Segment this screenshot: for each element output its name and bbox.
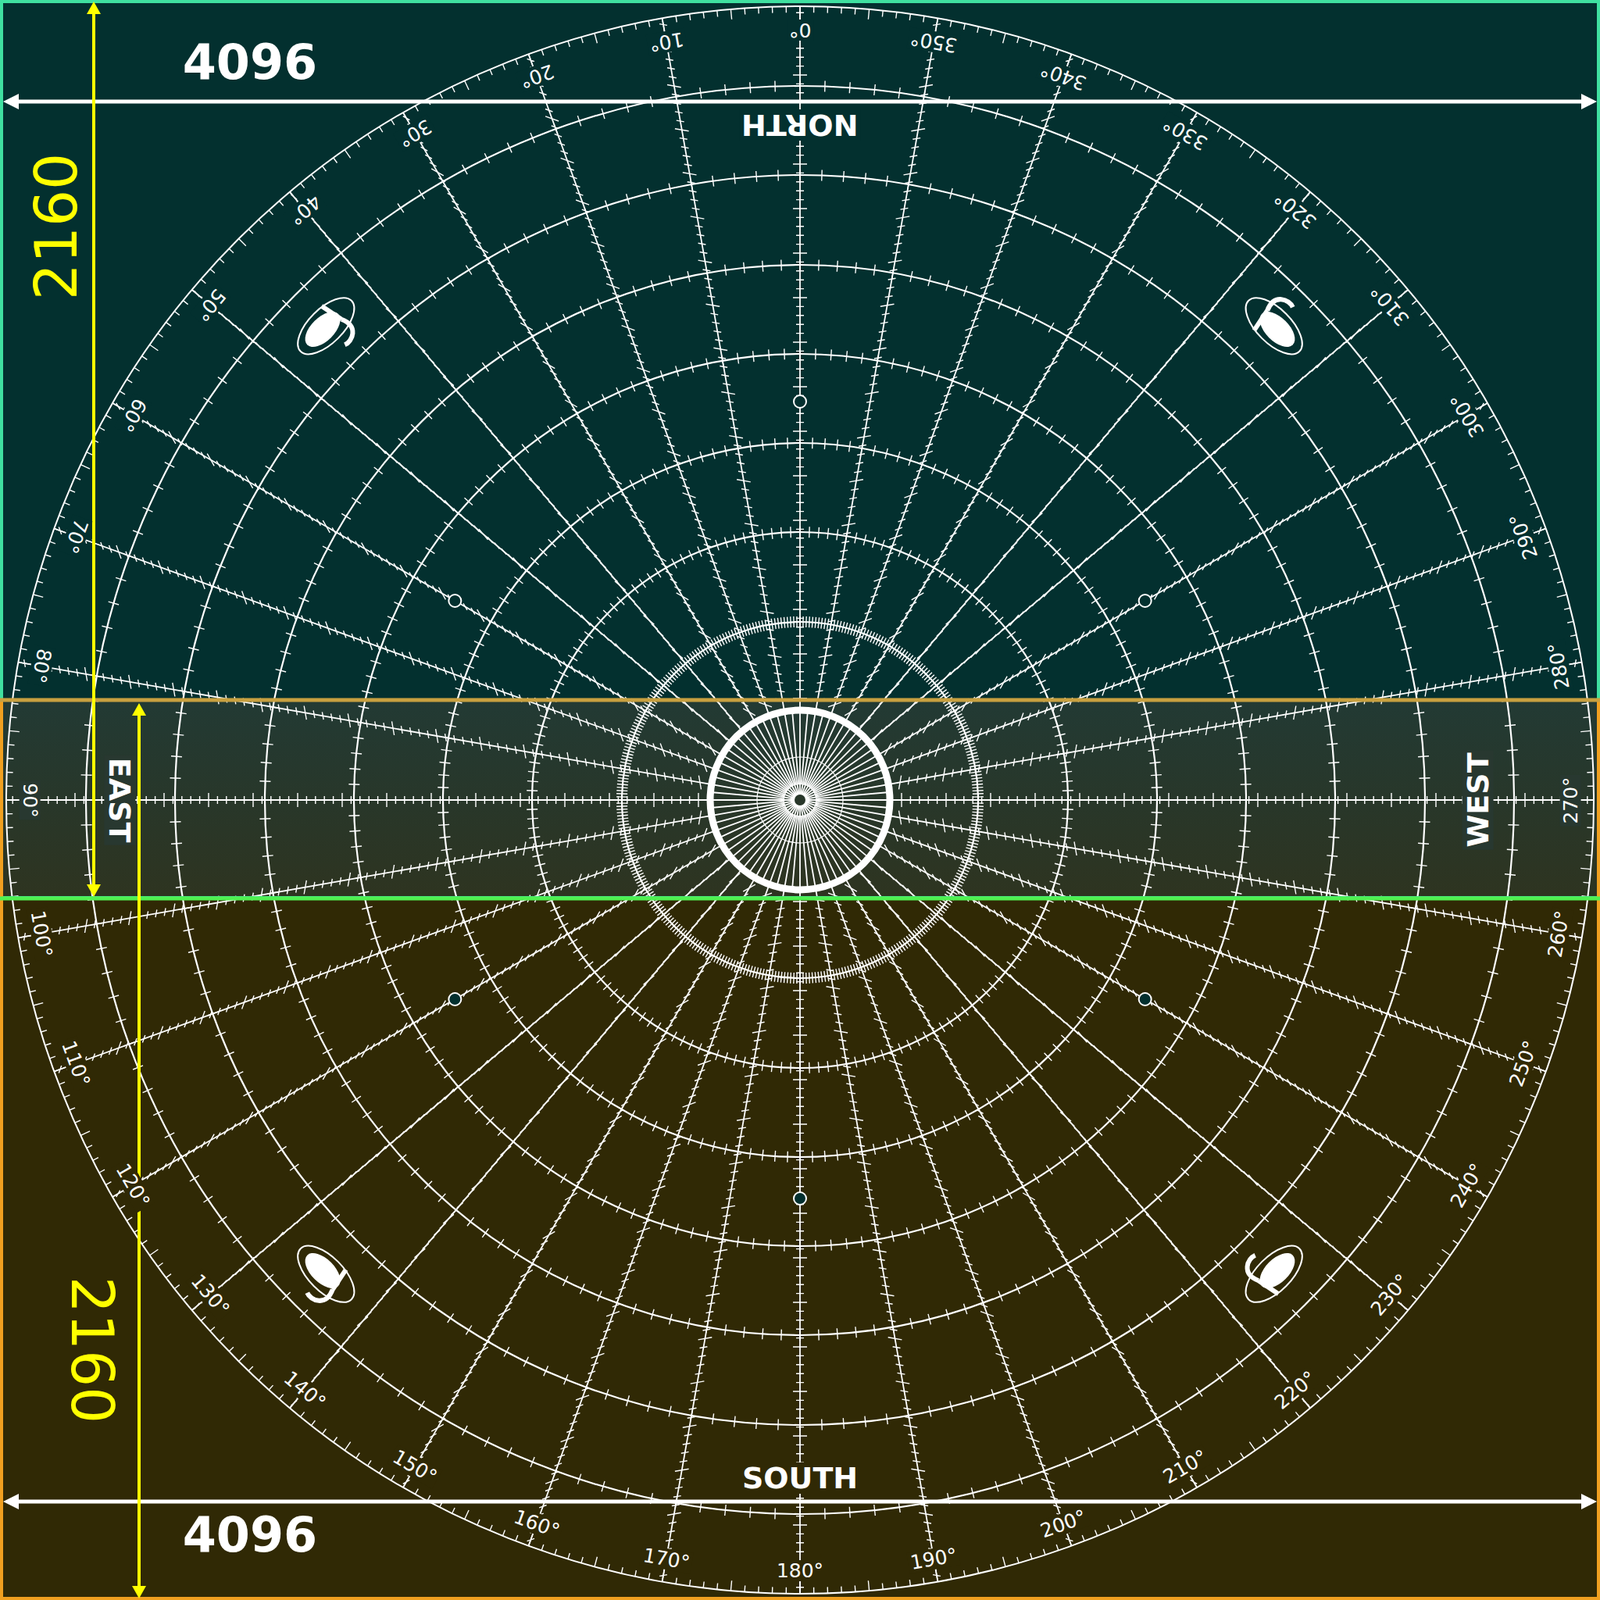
planet-icon [1228, 1228, 1311, 1311]
band-top-line [0, 698, 1600, 703]
cardinal-label: EAST [103, 755, 136, 846]
azimuth-lines [6, 6, 1594, 1594]
azimuth-label: 90° [18, 780, 40, 820]
planet-icon [288, 288, 371, 371]
marker-circle [448, 992, 461, 1006]
grid-lines [6, 6, 1594, 1594]
marker-circle [793, 1192, 807, 1205]
zenith-dot [793, 793, 807, 807]
tick-marks [6, 6, 1594, 1594]
height-dimension: 2160 [27, 153, 86, 300]
band-bottom-line [0, 896, 1600, 901]
marker-circle [793, 395, 807, 408]
lower-frame [1, 700, 1599, 1599]
cardinal-label: SOUTH [739, 1462, 861, 1494]
height-dimension: 2160 [63, 1276, 122, 1424]
width-dimension: 4096 [182, 1510, 318, 1560]
marker-circle [1139, 594, 1152, 608]
azimuth-label: 180° [774, 1560, 826, 1582]
cardinal-label: NORTH [739, 109, 861, 141]
planet-icon [1236, 281, 1319, 364]
azimuth-label: 0° [786, 19, 814, 41]
planet-icon [281, 1236, 364, 1319]
cardinal-label: WEST [1462, 750, 1494, 850]
azimuth-label: 270° [1560, 774, 1582, 826]
width-dimension: 4096 [182, 38, 318, 87]
width-arrows [3, 93, 1597, 1510]
upper-frame [1, 1, 1599, 898]
marker-circle [1139, 992, 1152, 1006]
altitude-ring [6, 6, 1594, 1594]
marker-circle [448, 594, 461, 608]
